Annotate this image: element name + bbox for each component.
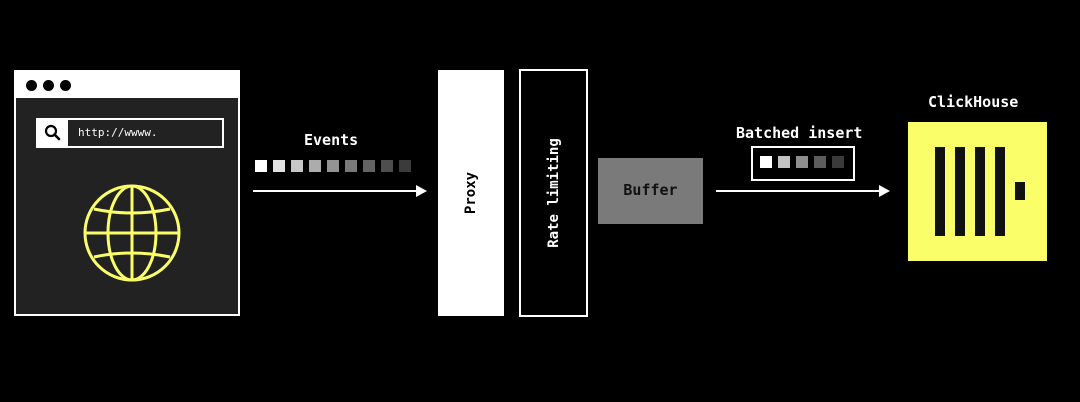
url-text: http://wwww. — [78, 126, 158, 139]
event-square — [273, 160, 285, 172]
event-square — [832, 156, 844, 168]
batch-squares — [760, 156, 850, 170]
clickhouse-logo-icon — [908, 122, 1047, 261]
arrow-head-icon — [416, 185, 427, 197]
globe-icon — [83, 184, 181, 282]
event-square — [255, 160, 267, 172]
rate-limiting-label: Rate limiting — [545, 138, 562, 248]
window-dot-icon — [26, 80, 37, 91]
event-square — [345, 160, 357, 172]
batch-box — [751, 146, 855, 181]
clickhouse-label: ClickHouse — [928, 93, 1019, 111]
events-label: Events — [304, 131, 359, 149]
browser-window: http://wwww. — [14, 70, 240, 316]
event-square — [760, 156, 772, 168]
window-dot-icon — [43, 80, 54, 91]
buffer-label: Buffer — [623, 181, 678, 199]
logo-bar — [995, 147, 1005, 236]
logo-bar — [935, 147, 945, 236]
logo-bar — [955, 147, 965, 236]
window-dot-icon — [60, 80, 71, 91]
proxy-label: Proxy — [463, 171, 479, 215]
url-bar: http://wwww. — [36, 118, 224, 148]
search-icon — [38, 120, 68, 146]
browser-title-bar — [16, 72, 238, 98]
event-square — [814, 156, 826, 168]
event-square — [778, 156, 790, 168]
event-square — [381, 160, 393, 172]
rate-limiting-box: Rate limiting — [519, 69, 588, 317]
logo-bar — [975, 147, 985, 236]
batch-arrow — [716, 190, 880, 192]
event-square — [796, 156, 808, 168]
events-arrow — [253, 190, 417, 192]
event-square — [363, 160, 375, 172]
event-square — [291, 160, 303, 172]
buffer-box: Buffer — [598, 158, 703, 224]
proxy-box: Proxy — [438, 70, 504, 316]
arrow-head-icon — [879, 185, 890, 197]
event-square — [327, 160, 339, 172]
batched-insert-label: Batched insert — [736, 124, 863, 142]
event-square — [399, 160, 411, 172]
event-square — [309, 160, 321, 172]
logo-bar-short — [1015, 182, 1025, 200]
event-squares — [255, 160, 415, 174]
